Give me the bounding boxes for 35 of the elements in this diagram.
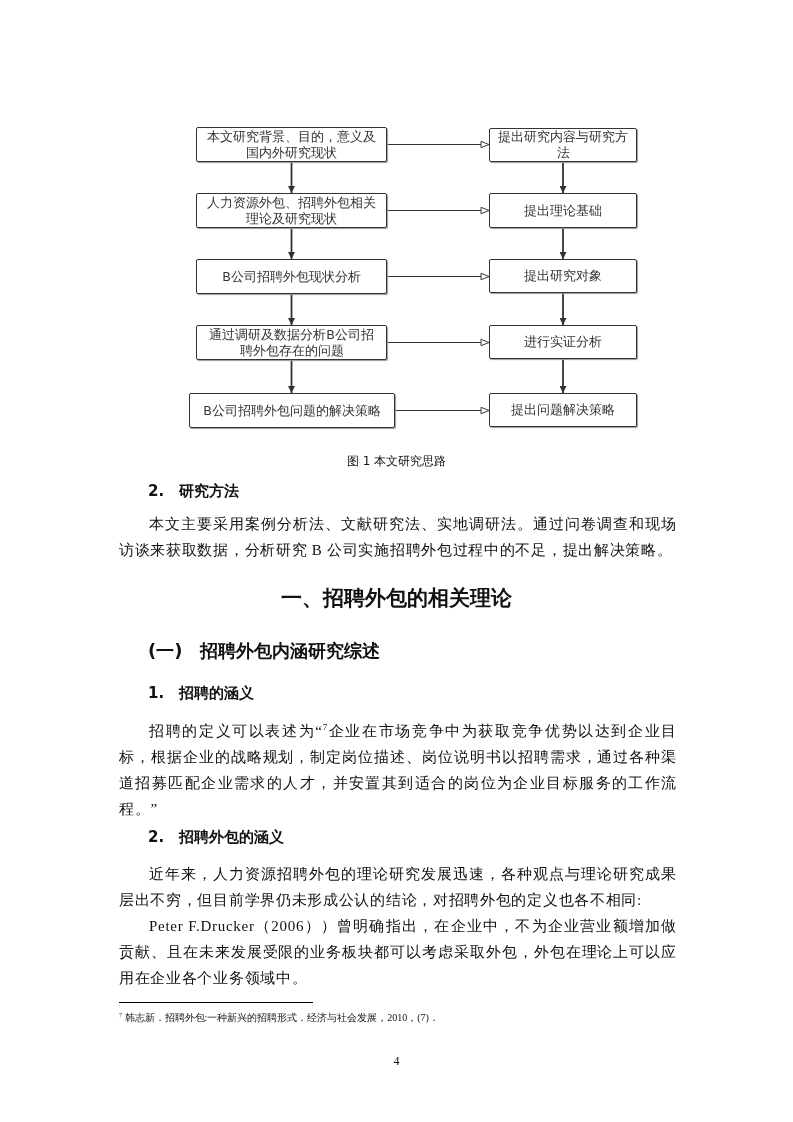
- process-box: 本文研究背景、目的，意义及国内外研究现状: [196, 127, 387, 162]
- arrow: [559, 292, 567, 326]
- arrow: [386, 206, 490, 215]
- arrow: [288, 161, 295, 194]
- arrow: [559, 358, 567, 394]
- arrow: [386, 272, 490, 281]
- page-number: 4: [392, 1054, 401, 1069]
- process-box: 提出理论基础: [489, 193, 637, 228]
- process-box: B公司招聘外包问题的解决策略: [189, 393, 395, 428]
- process-box: 进行实证分析: [489, 325, 637, 359]
- process-box: 提出问题解决策略: [489, 393, 637, 427]
- section-heading: (一) 招聘外包内涵研究综述: [148, 639, 381, 663]
- paragraph: 本文主要采用案例分析法、文献研究法、实地调研法。通过问卷调查和现场访谈来获取数据，分析研究 B 公司实施招聘外包过程中的不足，提出解决策略。: [119, 515, 677, 560]
- paragraph: 招聘的定义可以表述为“$^{7}$企业在市场竞争中为获取竞争优势以达到企业目标，根据企业的战略规划，制定岗位描述、岗位说明书以招聘需求，通过各种渠道招募匹配企业需求的人才，并安置其到适合的岗位为企业目标服务的工作流程。”: [119, 721, 677, 819]
- arrow: [288, 227, 295, 260]
- arrow: [559, 227, 567, 260]
- section-heading: 2. 研究方法: [148, 482, 240, 501]
- arrow: [288, 293, 295, 326]
- arrow: [559, 161, 567, 194]
- section-heading: 2. 招聘外包的涵义: [148, 828, 285, 847]
- process-box: B公司招聘外包现状分析: [196, 259, 387, 294]
- arrow: [386, 338, 490, 347]
- section-heading: 1. 招聘的涵义: [148, 684, 255, 703]
- process-box: 提出研究对象: [489, 259, 637, 293]
- arrow: [386, 140, 490, 149]
- process-box: 提出研究内容与研究方法: [489, 128, 637, 162]
- paragraph: Peter F.Drucker（2006））曾明确指出，在企业中，不为企业营业额增加做贡献、且在未来发展受限的业务板块都可以考虑采取外包，外包在理论上可以应用在企业各个业务领域中。: [119, 917, 677, 988]
- footnote: $^{7}$ 韩志新．招聘外包:一种新兴的招聘形式．经济与社会发展，2010，(7)．: [119, 1011, 439, 1025]
- arrow: [394, 406, 490, 415]
- process-box: 人力资源外包、招聘外包相关理论及研究现状: [196, 193, 387, 228]
- paragraph: 近年来，人力资源招聘外包的理论研究发展迅速，各种观点与理论研究成果层出不穷，但目前学界仍未形成公认的结论，对招聘外包的定义也各不相同:: [119, 865, 677, 910]
- arrow: [288, 359, 295, 394]
- chapter-title: 一、招聘外包的相关理论: [280, 585, 513, 612]
- figure-caption: 图 1 本文研究思路: [345, 453, 448, 470]
- process-box: 通过调研及数据分析B公司招聘外包存在的问题: [196, 325, 387, 360]
